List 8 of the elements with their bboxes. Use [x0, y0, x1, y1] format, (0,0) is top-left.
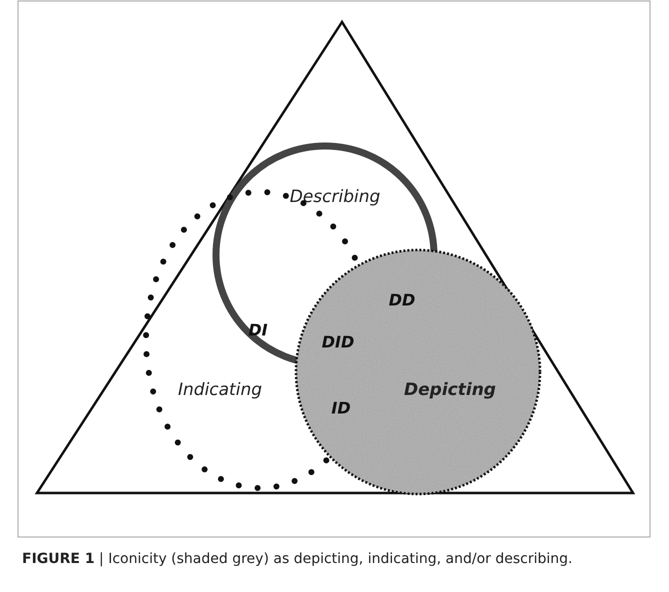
overlap-label: DI	[248, 320, 268, 340]
circle-label: Describing	[290, 187, 380, 207]
overlap-label: ID	[331, 398, 351, 418]
figure-caption: FIGURE 1 | Iconicity (shaded grey) as depicting, indicating, and/or describing.	[22, 550, 574, 569]
region-label: Depicting	[404, 380, 496, 400]
overlap-label: DID	[322, 332, 354, 352]
overlap-label: DD	[388, 290, 416, 310]
circle-label: Indicating	[178, 380, 262, 400]
